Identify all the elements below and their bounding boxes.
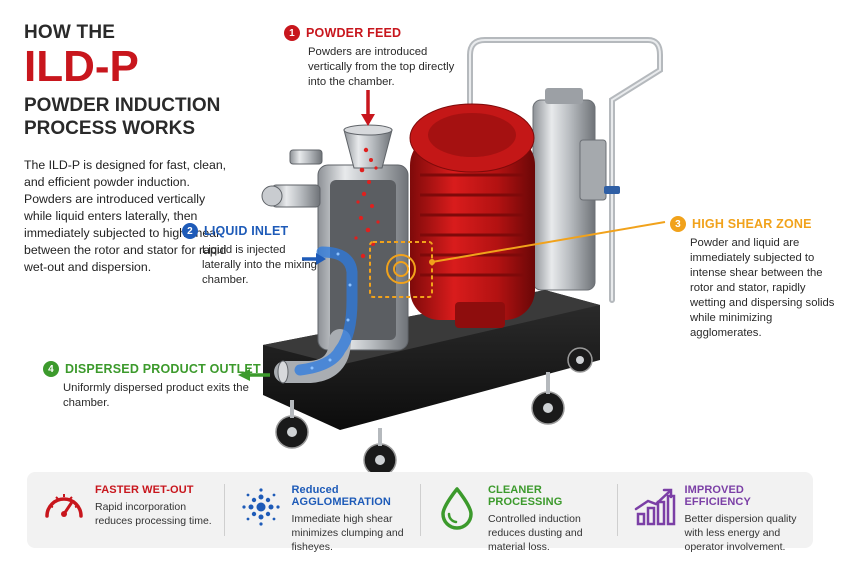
high-shear-zone-box — [369, 241, 433, 298]
callout-description: Uniformly dispersed product exits the ch… — [63, 382, 249, 409]
callout-title: HIGH SHEAR ZONE — [692, 217, 812, 231]
electric-motor — [409, 103, 535, 328]
growth-chart-icon — [634, 488, 675, 526]
high-shear-pointer — [431, 221, 666, 263]
title-line-1: HOW THE — [24, 22, 116, 43]
benefit-description: Immediate high shear minimizes clumping … — [291, 513, 404, 553]
title-block: HOW THE ILD-P POWDER INDUCTION PROCESS W… — [24, 22, 254, 140]
benefit-title: CLEANER PROCESSING — [488, 484, 563, 508]
benefit-description: Rapid incorporation reduces processing t… — [95, 501, 212, 527]
step-number: 4 — [43, 361, 59, 377]
step-number: 2 — [182, 223, 198, 239]
benefit-title: FASTER WET-OUT — [95, 484, 194, 496]
step-number: 3 — [670, 216, 686, 232]
callout-title: DISPERSED PRODUCT OUTLET — [65, 362, 261, 376]
benefit-cleaner-processing: CLEANER PROCESSING Controlled induction … — [420, 472, 617, 553]
powder-stream — [354, 147, 380, 259]
benefit-description: Controlled induction reduces dusting and… — [488, 513, 583, 553]
callout-description: Powders are introduced vertically from t… — [308, 46, 455, 88]
benefit-improved-efficiency: IMPROVED EFFICIENCY Better dispersion qu… — [616, 472, 814, 553]
benefit-description: Better dispersion quality with less ener… — [684, 513, 797, 553]
callout-title: POWDER FEED — [306, 26, 402, 40]
benefit-title: IMPROVED EFFICIENCY — [684, 484, 751, 508]
speedometer-icon — [45, 494, 83, 518]
intro-paragraph: The ILD-P is designed for fast, clean, a… — [24, 158, 227, 274]
callout-outlet: 4 DISPERSED PRODUCT OUTLET Uniformly dis… — [43, 361, 273, 411]
benefit-faster-wet-out: FASTER WET-OUT Rapid incorporation reduc… — [27, 472, 224, 548]
side-canister — [532, 88, 620, 291]
benefits-panel: FASTER WET-OUT Rapid incorporation reduc… — [27, 472, 814, 553]
callout-powder-feed: 1 POWDER FEED Powders are introduced ver… — [284, 25, 474, 90]
particles-icon — [241, 488, 280, 526]
callout-title: LIQUID INLET — [204, 224, 289, 238]
callout-high-shear-zone: 3 HIGH SHEAR ZONE Powder and liquid are … — [670, 216, 840, 341]
title-line-3: POWDER INDUCTION PROCESS WORKS — [24, 95, 221, 139]
benefit-title: Reduced AGGLOMERATION — [291, 484, 391, 508]
rotor-stator-icon — [386, 254, 416, 284]
callout-description: Liquid is injected laterally into the mi… — [202, 244, 317, 286]
callout-description: Powder and liquid are immediately subjec… — [690, 237, 835, 339]
step-number: 1 — [284, 25, 300, 41]
benefit-reduced-agglomeration: Reduced AGGLOMERATION Immediate high she… — [223, 472, 421, 553]
callout-liquid-inlet: 2 LIQUID INLET Liquid is injected latera… — [182, 223, 322, 288]
droplet-icon — [441, 487, 473, 530]
title-product-name: ILD-P — [24, 42, 139, 91]
liquid-stream — [294, 246, 358, 376]
